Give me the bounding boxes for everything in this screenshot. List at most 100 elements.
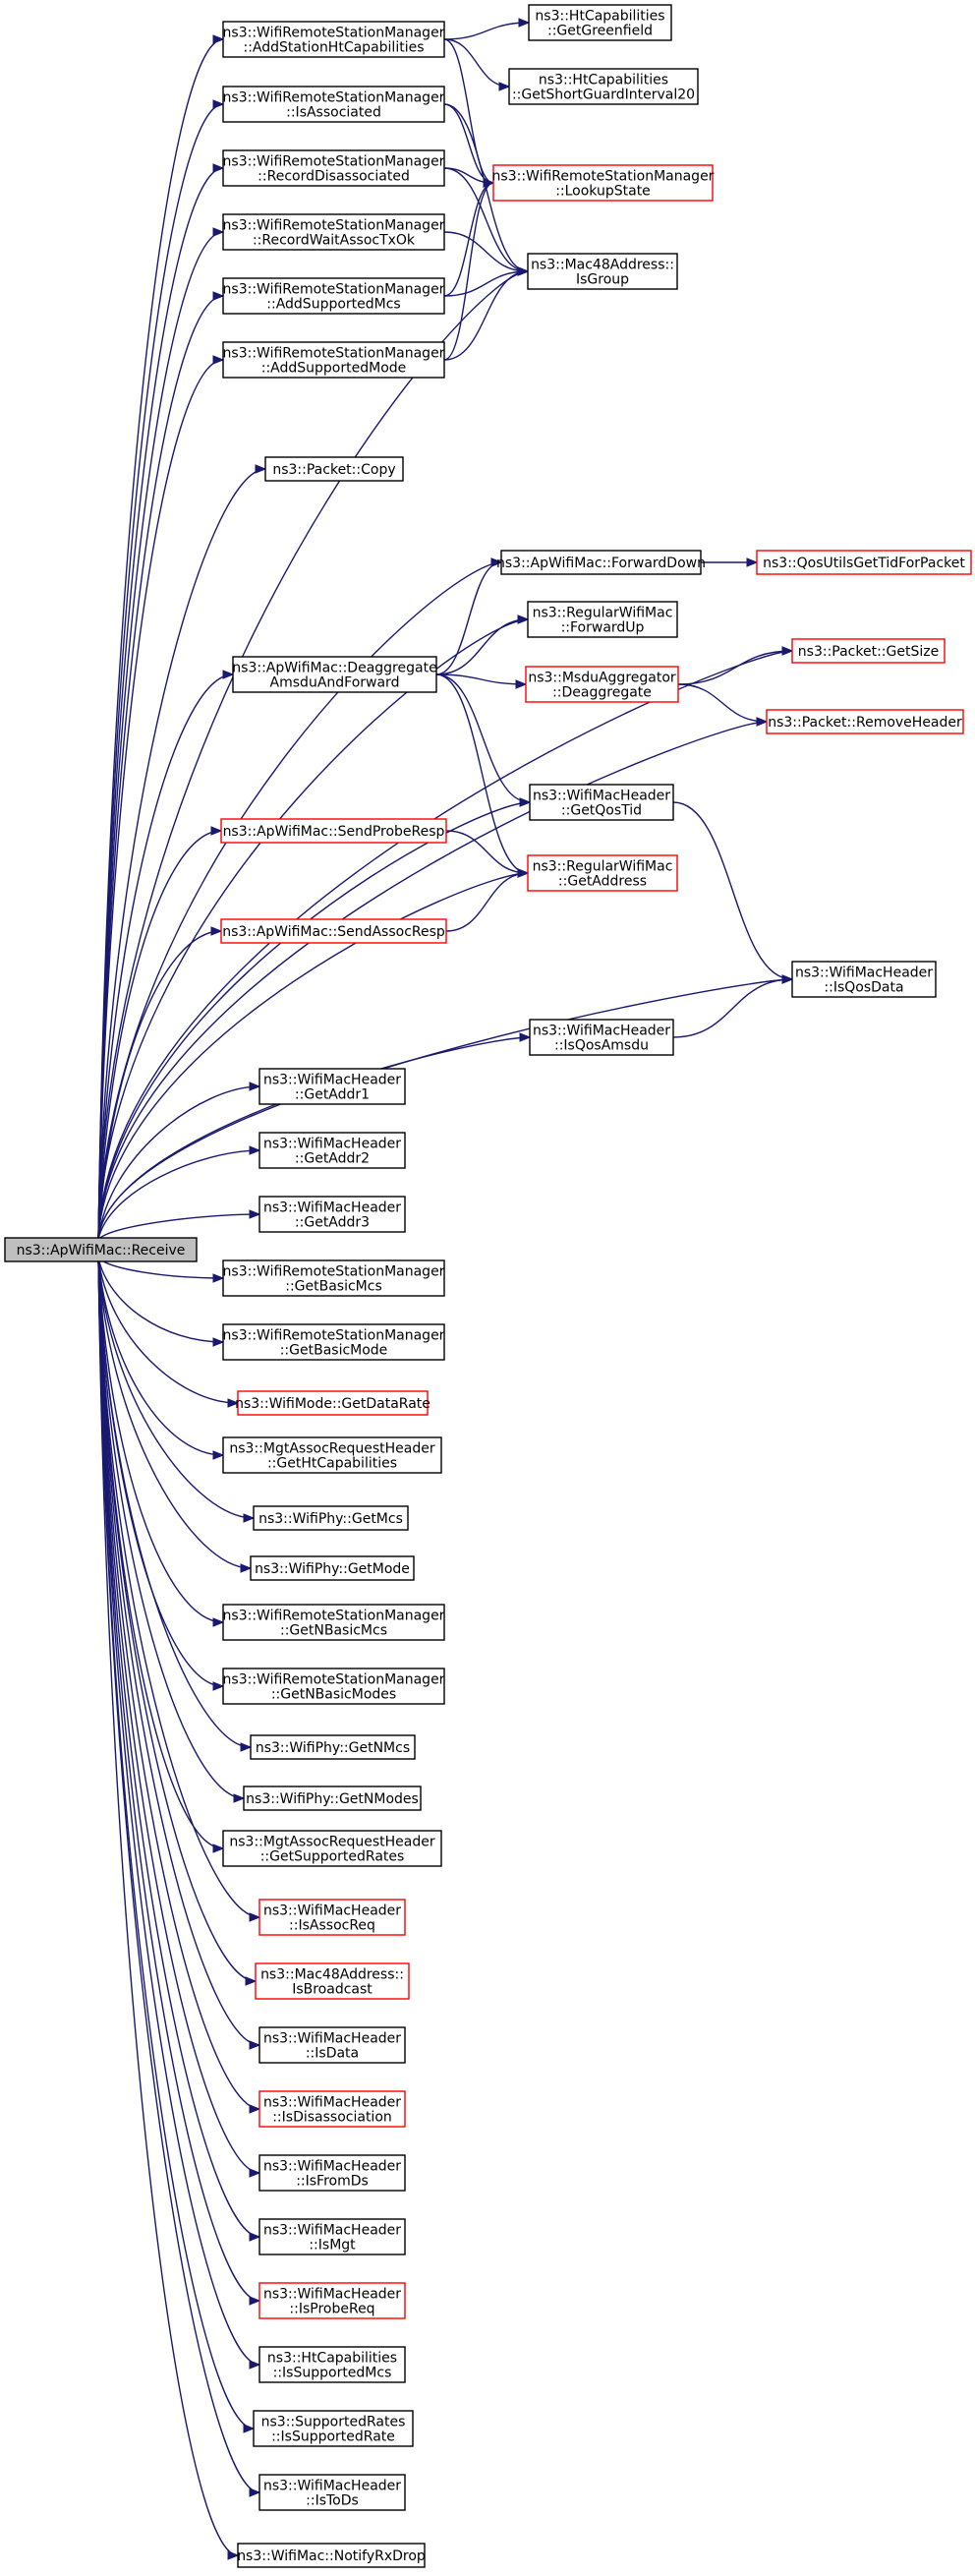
- edge-receive-to-getNBasicMcs: [97, 1257, 225, 1627]
- node-isFromDs[interactable]: ns3::WifiMacHeader::IsFromDs: [258, 2154, 406, 2192]
- edge-receive-to-sendProbe: [97, 826, 223, 1241]
- edge-line: [97, 103, 224, 1241]
- node-isGroup[interactable]: ns3::Mac48Address::IsGroup: [527, 253, 678, 290]
- edge-recordWait-to-isGroup: [443, 231, 530, 276]
- node-label: ns3::WifiRemoteStationManager: [223, 90, 445, 106]
- node-getQosTid[interactable]: ns3::WifiMacHeader::GetQosTid: [529, 784, 674, 821]
- node-getNBasicMcs[interactable]: ns3::WifiRemoteStationManager::GetNBasic…: [222, 1604, 445, 1641]
- node-isMgt[interactable]: ns3::WifiMacHeader::IsMgt: [258, 2218, 406, 2255]
- node-isQosAmsdu[interactable]: ns3::WifiMacHeader::IsQosAmsdu: [529, 1019, 674, 1056]
- node-getBasicMcs[interactable]: ns3::WifiRemoteStationManager::GetBasicM…: [222, 1259, 445, 1297]
- node-isProbeReq[interactable]: ns3::WifiMacHeader::IsProbeReq: [258, 2282, 406, 2319]
- node-htSgi20[interactable]: ns3::HtCapabilities::GetShortGuardInterv…: [508, 68, 699, 105]
- edge-receive-to-addSupportedMode: [97, 355, 225, 1241]
- edges-layer: [97, 18, 794, 2560]
- edge-line: [445, 830, 529, 874]
- node-label: ::GetAddress: [558, 874, 647, 890]
- node-forwardUp[interactable]: ns3::RegularWifiMac::ForwardUp: [527, 601, 678, 638]
- node-box: [258, 2282, 406, 2319]
- node-getSupRates[interactable]: ns3::MgtAssocRequestHeader::GetSupported…: [222, 1830, 442, 1867]
- node-label: ns3::WifiMacHeader: [263, 1073, 401, 1088]
- node-isSupMcs[interactable]: ns3::HtCapabilities::IsSupportedMcs: [258, 2346, 406, 2383]
- node-label: ns3::WifiMacHeader: [263, 2031, 401, 2047]
- node-phyGetMode[interactable]: ns3::WifiPhy::GetMode: [250, 1555, 415, 1581]
- edge-line: [677, 683, 768, 723]
- node-getHtCap[interactable]: ns3::MgtAssocRequestHeader::GetHtCapabil…: [222, 1436, 442, 1474]
- node-isToDs[interactable]: ns3::WifiMacHeader::IsToDs: [258, 2474, 406, 2511]
- edge-receive-to-getDataRate: [97, 1257, 240, 1408]
- node-box: [258, 2090, 406, 2128]
- node-isBroadcast[interactable]: ns3::Mac48Address::IsBroadcast: [255, 1962, 410, 2000]
- node-phyGetNModes[interactable]: ns3::WifiPhy::GetNModes: [243, 1786, 422, 1811]
- edge-receive-to-isMgt: [97, 1257, 261, 2242]
- edge-deagg-to-forwardUp: [435, 615, 530, 675]
- edge-line: [672, 801, 793, 980]
- node-getAddress[interactable]: ns3::RegularWifiMac::GetAddress: [527, 854, 678, 892]
- node-getNBasicModes[interactable]: ns3::WifiRemoteStationManager::GetNBasic…: [222, 1668, 445, 1705]
- node-getAddr2[interactable]: ns3::WifiMacHeader::GetAddr2: [258, 1132, 406, 1169]
- edge-addSupportedMcs-to-lookupState: [443, 178, 495, 297]
- node-phyGetNMcs[interactable]: ns3::WifiPhy::GetNMcs: [250, 1734, 416, 1760]
- node-notifyRxDrop[interactable]: ns3::WifiMac::NotifyRxDrop: [237, 2543, 426, 2568]
- node-box: [508, 68, 699, 105]
- node-label: ns3::WifiRemoteStationManager: [223, 1609, 445, 1624]
- arrowhead: [243, 2424, 256, 2433]
- node-addStationHt[interactable]: ns3::WifiRemoteStationManager::AddStatio…: [222, 21, 445, 58]
- edge-line: [443, 38, 510, 88]
- node-isDisassoc[interactable]: ns3::WifiMacHeader::IsDisassociation: [258, 2090, 406, 2128]
- node-isAssocReq[interactable]: ns3::WifiMacHeader::IsAssocReq: [258, 1899, 406, 1936]
- edge-line: [97, 1257, 224, 1343]
- edge-receive-to-getQosTid: [97, 797, 532, 1241]
- node-deagg[interactable]: ns3::ApWifiMac::DeaggregateAmsduAndForwa…: [232, 656, 437, 693]
- arrowhead: [249, 1082, 261, 1091]
- node-label: ::IsQosAmsdu: [554, 1038, 649, 1054]
- node-getDataRate[interactable]: ns3::WifiMode::GetDataRate: [235, 1390, 430, 1416]
- edge-receive-to-isBroadcast: [97, 1257, 258, 1986]
- node-label: ::GetSupportedRates: [260, 1849, 405, 1865]
- node-receive[interactable]: ns3::ApWifiMac::Receive: [4, 1237, 198, 1262]
- node-label: ns3::ApWifiMac::SendAssocResp: [222, 924, 445, 940]
- node-recordWait[interactable]: ns3::WifiRemoteStationManager::RecordWai…: [222, 213, 445, 251]
- arrowhead: [519, 797, 532, 807]
- node-recordDisassoc[interactable]: ns3::WifiRemoteStationManager::RecordDis…: [222, 149, 445, 187]
- node-label: IsGroup: [576, 272, 629, 288]
- node-htGreenfield[interactable]: ns3::HtCapabilities::GetGreenfield: [528, 4, 672, 41]
- edge-receive-to-isDisassoc: [97, 1257, 261, 2114]
- node-box: [258, 2218, 406, 2255]
- node-label: ::IsSupportedRate: [271, 2430, 395, 2445]
- node-getSize[interactable]: ns3::Packet::GetSize: [791, 638, 946, 664]
- node-label: ::GetHtCapabilities: [267, 1456, 397, 1472]
- node-getBasicMode[interactable]: ns3::WifiRemoteStationManager::GetBasicM…: [222, 1323, 445, 1361]
- node-qosTid[interactable]: ns3::QosUtilsGetTidForPacket: [756, 550, 972, 575]
- arrowhead: [517, 266, 530, 276]
- node-label: ::AddSupportedMcs: [266, 297, 400, 313]
- node-lookupState[interactable]: ns3::WifiRemoteStationManager::LookupSta…: [492, 164, 715, 202]
- node-msdu[interactable]: ns3::MsduAggregator::Deaggregate: [525, 666, 679, 703]
- node-isSupRate[interactable]: ns3::SupportedRates::IsSupportedRate: [253, 2410, 414, 2447]
- arrowhead: [249, 1209, 261, 1219]
- node-label: ns3::WifiRemoteStationManager: [223, 1264, 445, 1280]
- arrowhead: [756, 717, 769, 727]
- node-label: ns3::WifiRemoteStationManager: [223, 1672, 445, 1688]
- node-isData[interactable]: ns3::WifiMacHeader::IsData: [258, 2026, 406, 2064]
- node-forwardDown[interactable]: ns3::ApWifiMac::ForwardDown: [496, 550, 706, 575]
- edge-line: [97, 1149, 260, 1241]
- node-getAddr3[interactable]: ns3::WifiMacHeader::GetAddr3: [258, 1196, 406, 1233]
- node-label: ns3::WifiMacHeader: [263, 1200, 401, 1216]
- node-label: ns3::WifiMacHeader: [263, 2159, 401, 2175]
- node-sendAssoc[interactable]: ns3::ApWifiMac::SendAssocResp: [220, 918, 447, 944]
- edge-line: [97, 872, 529, 1241]
- node-box: [222, 277, 445, 315]
- node-addSupportedMcs[interactable]: ns3::WifiRemoteStationManager::AddSuppor…: [222, 277, 445, 315]
- node-packetCopy[interactable]: ns3::Packet::Copy: [264, 456, 404, 482]
- node-removeHeader[interactable]: ns3::Packet::RemoveHeader: [766, 709, 964, 734]
- node-label: ns3::WifiMacHeader: [263, 2095, 401, 2111]
- node-getAddr1[interactable]: ns3::WifiMacHeader::GetAddr1: [258, 1068, 406, 1105]
- edge-receive-to-getSupRates: [97, 1257, 225, 1853]
- node-addSupportedMode[interactable]: ns3::WifiRemoteStationManager::AddSuppor…: [222, 341, 445, 379]
- node-isAssociated[interactable]: ns3::WifiRemoteStationManager::IsAssocia…: [222, 86, 445, 123]
- node-isQosData[interactable]: ns3::WifiMacHeader::IsQosData: [791, 961, 937, 998]
- edge-receive-to-isProbeReq: [97, 1257, 261, 2306]
- node-sendProbe[interactable]: ns3::ApWifiMac::SendProbeResp: [220, 818, 447, 844]
- node-phyGetMcs[interactable]: ns3::WifiPhy::GetMcs: [253, 1505, 409, 1531]
